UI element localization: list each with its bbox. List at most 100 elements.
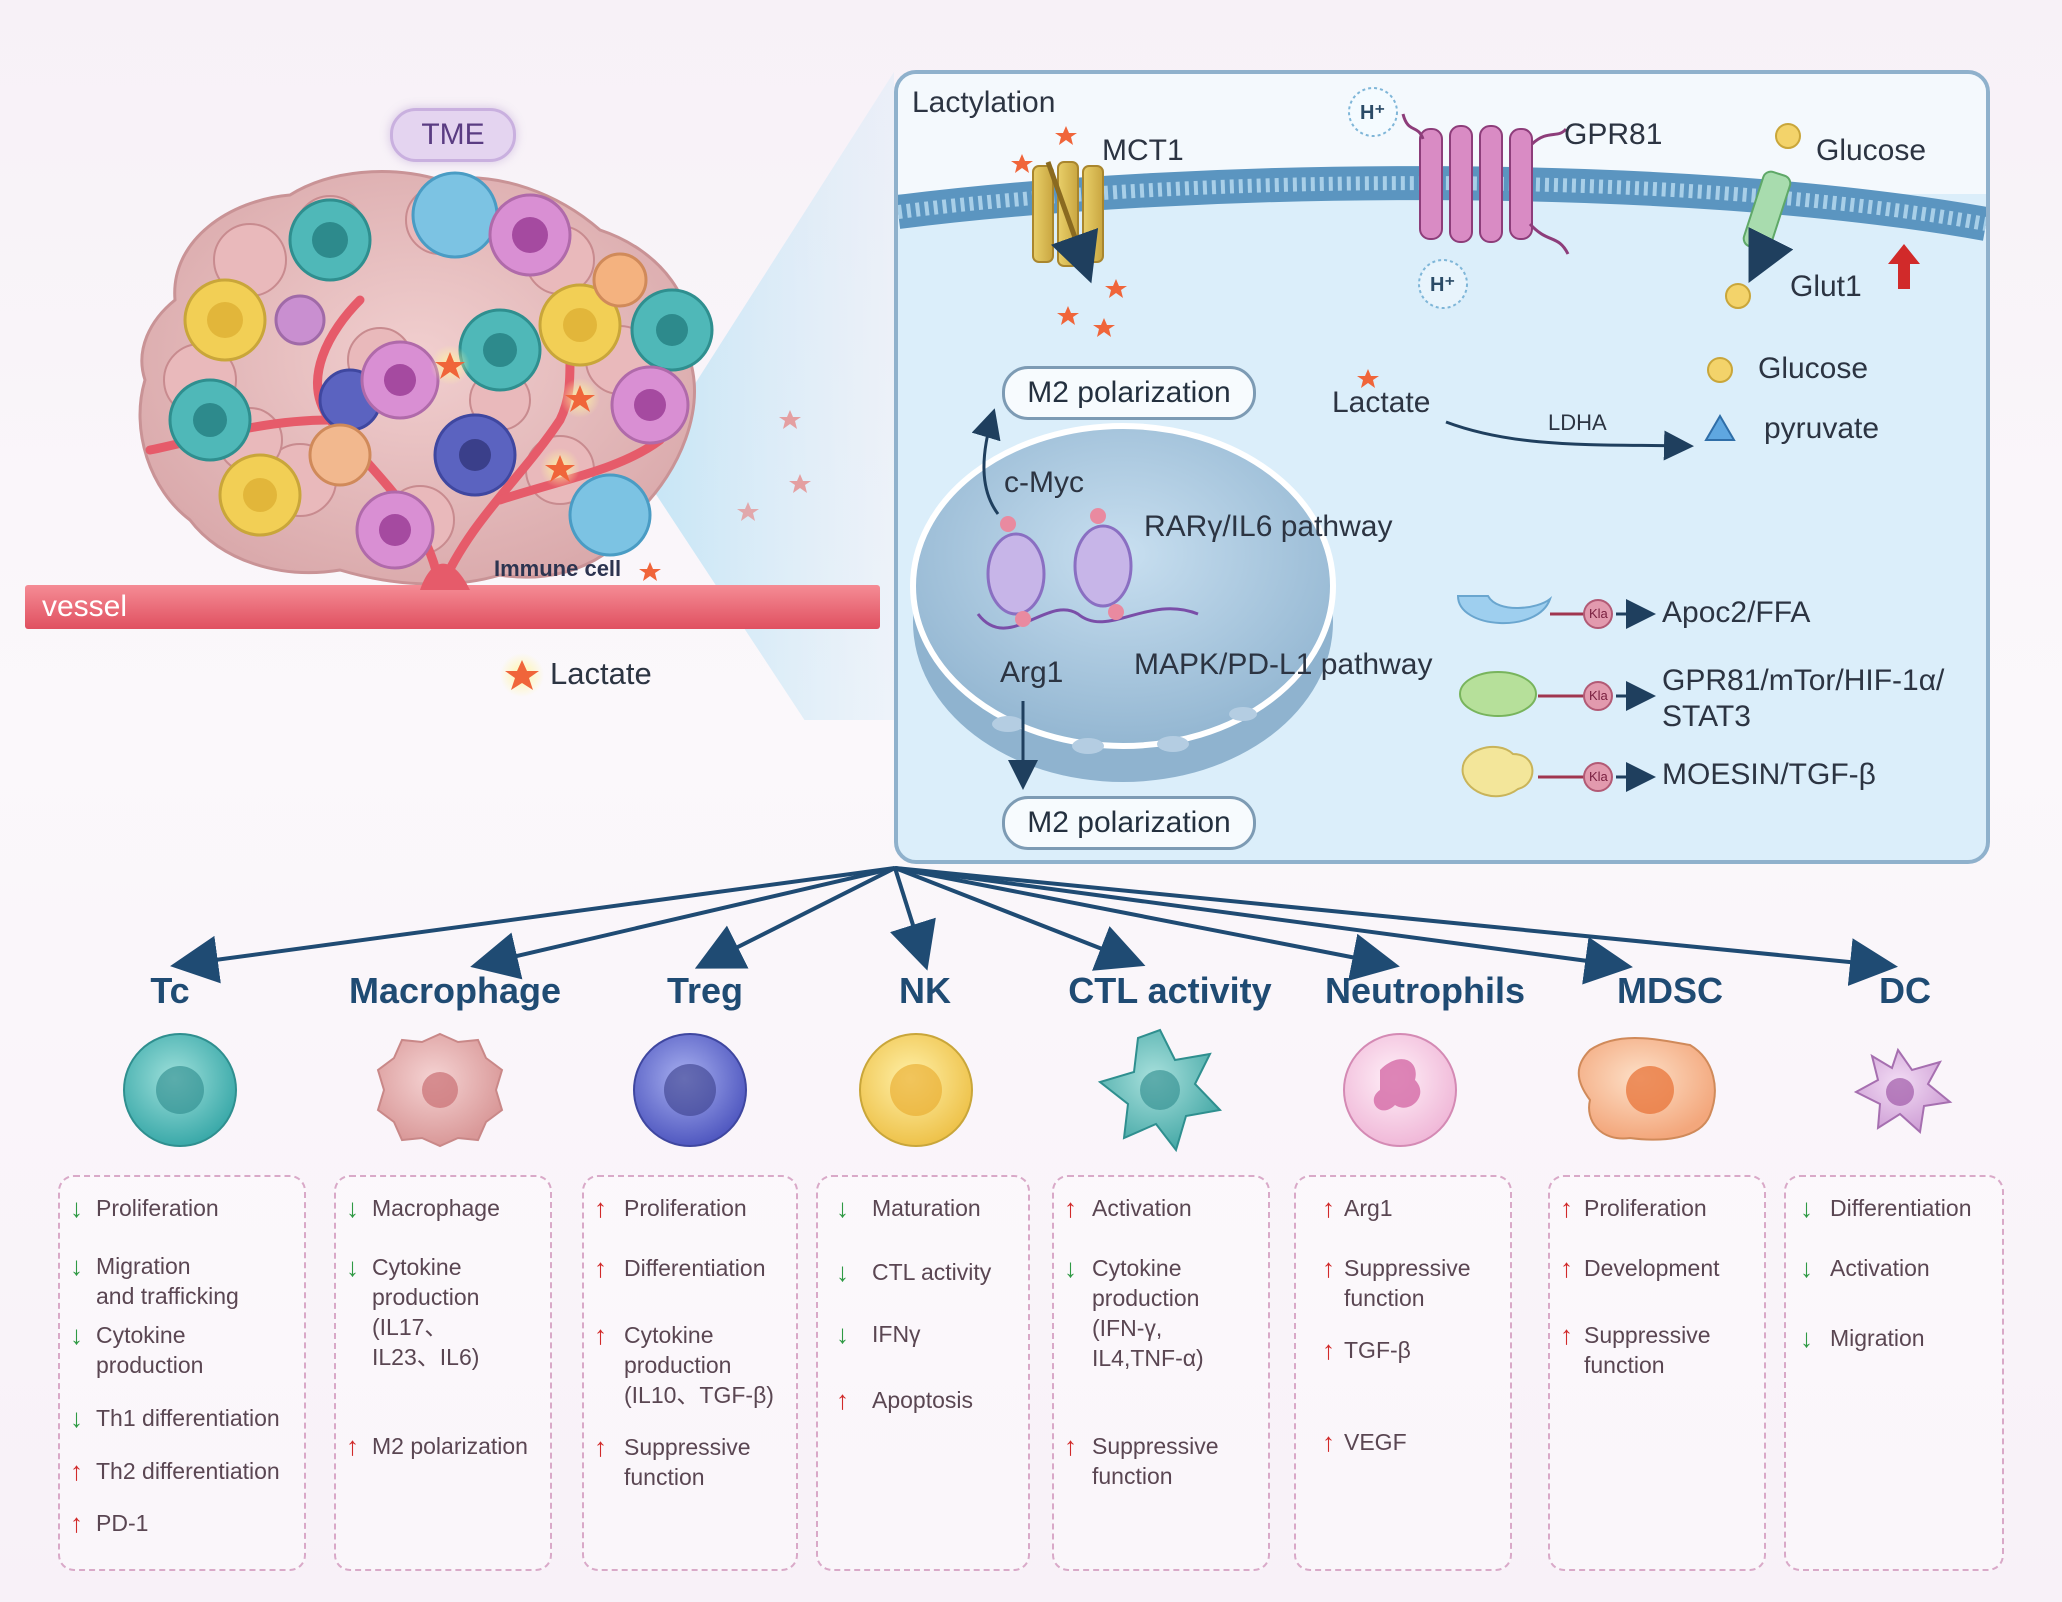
h-plus-inside — [1418, 259, 1468, 309]
ldha-arrow — [1445, 420, 1694, 461]
ctl-cell-icon — [1097, 1028, 1223, 1153]
cell-title-ctl: CTL activity — [1068, 970, 1272, 1011]
kla-protein-3 — [1461, 745, 1656, 798]
macrophage-cell-icon — [376, 1032, 504, 1148]
kla-protein-1 — [1456, 595, 1656, 629]
effect-item: Differentiation — [624, 1255, 766, 1281]
tme-label: TME — [390, 108, 516, 162]
glucose-icon — [1707, 357, 1733, 383]
effect-item: Arg1 — [1344, 1195, 1393, 1221]
effects-box-treg: ↑Proliferation ↑Differentiation ↑Cytokin… — [582, 1175, 798, 1571]
nucleosomes — [976, 508, 1199, 630]
lactate-legend-label: Lactate — [550, 656, 652, 691]
dc-cell-icon — [1853, 1047, 1953, 1134]
glut1-label: Glut1 — [1790, 270, 1862, 303]
zoom-beam — [640, 72, 894, 720]
vessel-label: vessel — [42, 590, 128, 623]
kla-tag: Kla — [1589, 606, 1608, 621]
immune-cell-label: Immune cell — [494, 556, 622, 581]
glucose-outside — [1775, 123, 1801, 149]
pyruvate-icon — [1704, 414, 1736, 441]
mct1-label: MCT1 — [1102, 134, 1184, 167]
effect-item: CTL activity — [872, 1259, 992, 1285]
effect-item: Cytokine production (IL17、 IL23、IL6) — [372, 1254, 480, 1370]
h-plus-outside-label: H⁺ — [1360, 102, 1385, 124]
m2-polarization-top: M2 polarization — [1002, 366, 1256, 420]
tc-cell-icon — [123, 1033, 237, 1147]
mdsc-cell-icon — [1577, 1037, 1716, 1141]
effect-item: TGF-β — [1344, 1337, 1411, 1363]
effects-box-tc: ↓Proliferation ↓Migration and traffickin… — [58, 1175, 306, 1571]
glut1-up-arrow — [1888, 244, 1920, 289]
effect-item: Suppressive function — [1092, 1433, 1219, 1489]
effect-item: Cytokine production — [96, 1322, 204, 1378]
cell-icons — [123, 1028, 1953, 1153]
cell-title-mdsc: MDSC — [1617, 970, 1723, 1011]
effect-item: Proliferation — [1584, 1195, 1707, 1221]
treg-cell-icon — [633, 1033, 747, 1147]
effect-item: Migration and trafficking — [96, 1253, 239, 1309]
pyruvate-label: pyruvate — [1764, 412, 1880, 445]
ldha-label: LDHA — [1548, 410, 1607, 435]
mapk-pathway-label: MAPK/PD-L1 pathway — [1134, 648, 1433, 681]
effect-item: Migration — [1830, 1325, 1925, 1351]
kla-tag: Kla — [1589, 769, 1608, 784]
effect-item: Proliferation — [96, 1195, 219, 1221]
effect-item: Cytokine production (IFN-γ, IL4,TNF-α) — [1092, 1255, 1204, 1371]
effect-item: Suppressive function — [624, 1434, 751, 1490]
cmyc-arrow — [971, 408, 1001, 515]
effects-box-nk: ↓Maturation ↓CTL activity ↓IFNγ ↑Apoptos… — [816, 1175, 1030, 1571]
cell-title-neutrophils: Neutrophils — [1324, 970, 1525, 1011]
mct1-transporter — [1032, 161, 1104, 284]
effect-item: Development — [1584, 1255, 1720, 1281]
lactate-legend-icon — [505, 660, 539, 690]
gpr81-label: GPR81 — [1564, 118, 1663, 151]
target-gpr81-pathway: GPR81/mTor/HIF-1α/ — [1662, 664, 1945, 697]
effects-box-mdsc: ↑Proliferation ↑Development ↑Suppressive… — [1548, 1175, 1766, 1571]
effect-item: Activation — [1092, 1195, 1192, 1221]
effect-item: PD-1 — [96, 1510, 149, 1536]
effects-box-macrophage: ↓Macrophage ↓Cytokine production (IL17、 … — [334, 1175, 552, 1571]
effect-item: Th2 differentiation — [96, 1458, 280, 1484]
neutrophil-cell-icon — [1343, 1033, 1457, 1147]
arg1-label: Arg1 — [1000, 656, 1064, 689]
fanout-arrows — [170, 866, 1898, 986]
gpr81-receptor — [1401, 113, 1570, 255]
nk-cell-icon — [859, 1033, 973, 1147]
immune-cells — [168, 171, 714, 570]
cell-title-dc: DC — [1879, 970, 1931, 1011]
kla-tag: Kla — [1589, 688, 1608, 703]
rar-pathway-label: RARγ/IL6 pathway — [1144, 510, 1393, 543]
mct1-lactate-stars — [1011, 126, 1379, 388]
h-plus-inside-label: H⁺ — [1430, 274, 1455, 296]
glucose-top-label: Glucose — [1816, 134, 1927, 167]
vessel — [25, 585, 880, 629]
lactylation-label: Lactylation — [912, 86, 1056, 119]
effects-box-neutrophils: ↑Arg1 ↑Suppressive function ↑TGF-β ↑VEGF — [1294, 1175, 1512, 1571]
effect-item: Cytokine production (IL10、TGF-β) — [624, 1322, 774, 1408]
kla-protein-2 — [1459, 671, 1656, 717]
effect-item: Th1 differentiation — [96, 1405, 280, 1431]
m2-polarization-bottom: M2 polarization — [1002, 796, 1256, 850]
nuclear-pores — [992, 707, 1257, 754]
effects-box-dc: ↓Differentiation ↓Activation ↓Migration — [1784, 1175, 2004, 1571]
target-apoc2: Apoc2/FFA — [1662, 596, 1811, 629]
lactate-stars — [430, 345, 811, 581]
panel-graphics — [898, 74, 1986, 798]
effect-item: Apoptosis — [872, 1387, 974, 1413]
effect-item: M2 polarization — [372, 1433, 528, 1459]
target-stat3: STAT3 — [1662, 700, 1751, 733]
target-moesin: MOESIN/TGF-β — [1662, 758, 1876, 791]
effect-item: Proliferation — [624, 1195, 747, 1221]
cell-title-treg: Treg — [666, 970, 744, 1011]
effect-item: Suppressive function — [1344, 1255, 1471, 1311]
tme-illustration — [25, 72, 894, 720]
h-plus-outside — [1348, 87, 1398, 137]
glut1-transporter — [1742, 170, 1794, 283]
effect-item: Macrophage — [372, 1195, 500, 1221]
effect-item: VEGF — [1344, 1429, 1407, 1455]
cell-title-tc: Tc — [150, 970, 190, 1011]
effect-item: Activation — [1830, 1255, 1930, 1281]
lactate-label: Lactate — [1332, 386, 1431, 419]
glucose-inside — [1725, 283, 1751, 309]
